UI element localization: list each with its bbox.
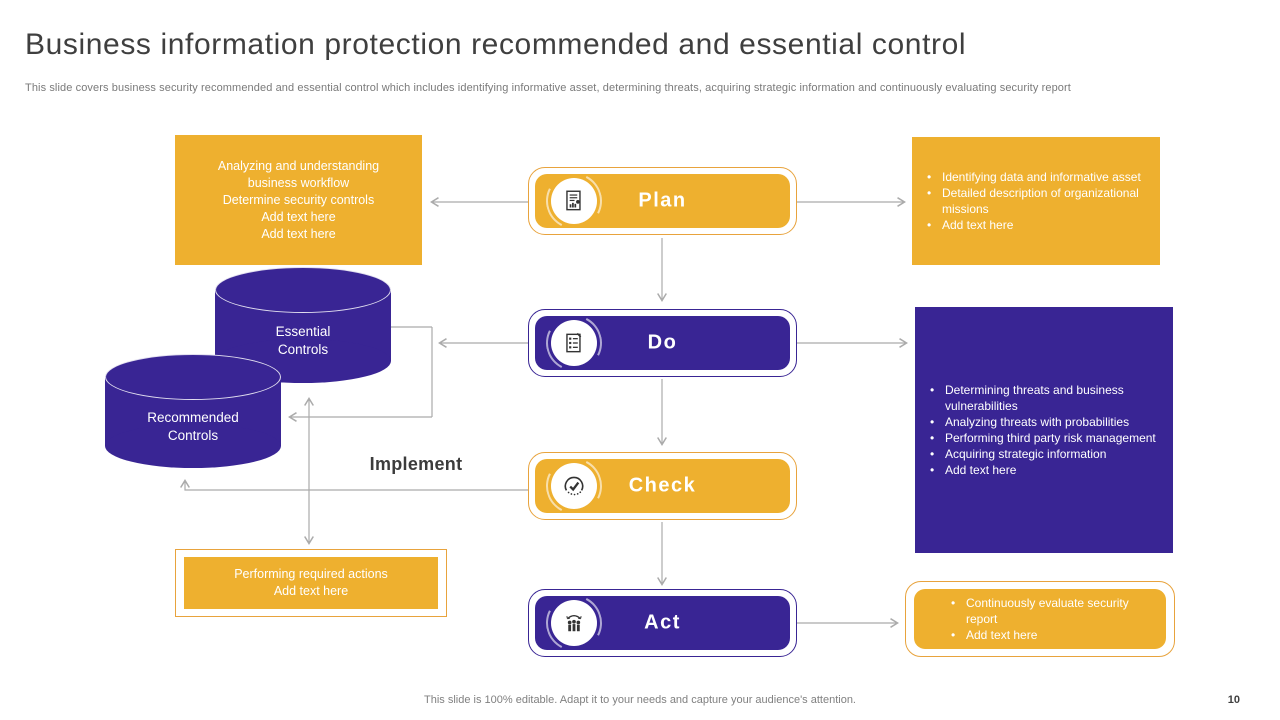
do-right-box[interactable]: Determining threats and business vulnera… [915, 307, 1173, 553]
plan-left-line: Add text here [261, 209, 336, 224]
bullet-item: Identifying data and informative asset [927, 169, 1146, 185]
plan-button[interactable]: Plan [528, 167, 797, 235]
slide-title: Business information protection recommen… [25, 28, 967, 61]
essential-controls-cylinder[interactable]: Essential Controls [215, 267, 391, 383]
act-button[interactable]: Act [528, 589, 797, 657]
bullet-item: Add text here [930, 462, 1159, 478]
footer-note: This slide is 100% editable. Adapt it to… [424, 694, 856, 706]
plan-right-box[interactable]: Identifying data and informative asset D… [912, 137, 1160, 265]
plan-left-line: Add text here [261, 226, 336, 241]
bullet-item: Add text here [927, 217, 1146, 233]
plan-left-box[interactable]: Analyzing and understanding business wor… [175, 135, 422, 265]
stage-label: Check [628, 474, 697, 497]
act-right-box[interactable]: Continuously evaluate security report Ad… [905, 581, 1175, 657]
recommended-controls-cylinder[interactable]: Recommended Controls [105, 354, 281, 468]
bullet-item: Continuously evaluate security report [951, 595, 1152, 627]
cylinder-label: Controls [167, 427, 219, 443]
check-left-line: Performing required actions [234, 567, 388, 581]
bullet-item: Add text here [951, 627, 1152, 643]
plan-left-line: Determine security controls [222, 192, 375, 207]
slide-subtitle: This slide covers business security reco… [25, 82, 1071, 94]
plan-left-line: Analyzing and understanding business wor… [217, 158, 380, 190]
checklist-icon [551, 320, 597, 366]
cylinder-label: Recommended [147, 409, 239, 425]
implement-label: Implement [369, 454, 463, 474]
bullet-item: Analyzing threats with probabilities [930, 414, 1159, 430]
gauge-check-icon [551, 463, 597, 509]
check-button[interactable]: Check [528, 452, 797, 520]
cylinder-label: Essential [275, 323, 331, 339]
bullet-item: Acquiring strategic information [930, 446, 1159, 462]
report-chart-icon [551, 178, 597, 224]
stage-label: Plan [638, 189, 687, 212]
cylinder-label: Controls [277, 341, 329, 357]
stage-label: Act [644, 611, 681, 634]
bullet-item: Performing third party risk management [930, 430, 1159, 446]
page-number: 10 [1227, 694, 1240, 706]
bullet-item: Detailed description of organizational m… [927, 185, 1146, 217]
check-left-line: Add text here [273, 584, 349, 598]
bullet-item: Determining threats and business vulnera… [930, 382, 1159, 414]
do-button[interactable]: Do [528, 309, 797, 377]
stage-label: Do [647, 331, 678, 354]
team-growth-icon [551, 600, 597, 646]
check-left-box[interactable]: Performing required actions Add text her… [175, 549, 447, 617]
